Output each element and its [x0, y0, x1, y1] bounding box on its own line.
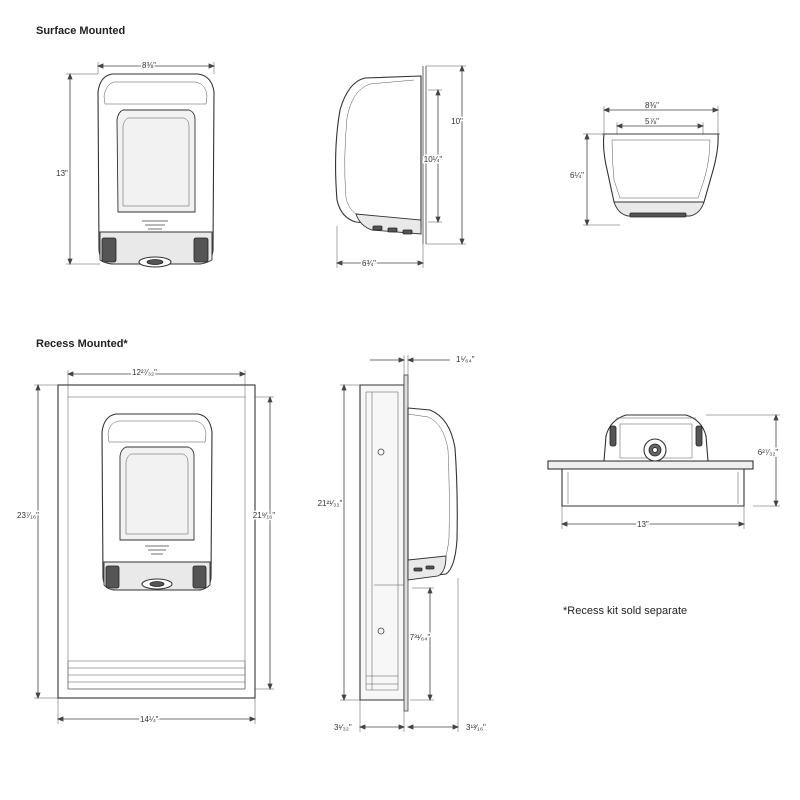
- surface-top-view: [602, 133, 720, 218]
- dim-r-front-top: 12²⁷⁄₃₂": [132, 368, 157, 377]
- recess-side-view: [359, 374, 458, 712]
- dim-s-side-h10q: 10¼": [424, 155, 443, 164]
- dim-r-front-width: 14¼": [140, 715, 159, 724]
- dim-s-top-width: 8⅜": [645, 101, 659, 110]
- logo-badge-left: [101, 237, 117, 263]
- dim-s-top-depth: 6¼": [570, 171, 584, 180]
- recess-mounted-title: Recess Mounted*: [36, 338, 128, 350]
- surface-mounted-title: Surface Mounted: [36, 25, 126, 37]
- dim-r-side-lower: 7³¹⁄₆₄": [410, 633, 431, 642]
- logo-badge-right: [193, 237, 209, 263]
- surface-front-dims: 8⅜" 13": [55, 60, 216, 266]
- dim-r-side-right: 3¹³⁄₁₆": [466, 723, 486, 732]
- dim-r-side-top: 1⁵⁄₆₄": [456, 355, 475, 364]
- dim-r-front-inner-h: 21⁹⁄₁₆": [253, 511, 276, 520]
- recess-top-view: [547, 414, 754, 507]
- dim-s-side-depth: 6¾": [362, 259, 376, 268]
- dim-s-side-h10: 10": [451, 117, 463, 126]
- recess-front-dims: 12²⁷⁄₃₂" 23⁷⁄₁₆" 21⁹⁄₁₆" 14¼": [16, 367, 277, 726]
- surface-side-dims: 10" 10¼" 6¾": [335, 64, 466, 270]
- recess-front-view: [57, 384, 256, 699]
- dim-s-top-inner: 5⅞": [645, 117, 659, 126]
- dim-r-front-height: 23⁷⁄₁₆": [17, 511, 39, 520]
- dim-r-side-left: 3¹⁄₃₂": [334, 723, 352, 732]
- surface-top-dims: 8⅜" 5⅞" 6¼": [569, 100, 720, 227]
- recess-kit-note: *Recess kit sold separate: [563, 605, 688, 617]
- dim-r-top-height: 6²⁷⁄₃₂": [758, 448, 779, 457]
- dim-r-side-height: 21²¹⁄₃₂": [318, 499, 343, 508]
- logo-badge-left: [105, 565, 120, 589]
- surface-front-view: [97, 73, 215, 268]
- dim-r-top-width: 13": [637, 520, 649, 529]
- surface-side-view: [335, 66, 427, 244]
- dim-s-front-height: 13": [56, 169, 68, 178]
- recess-top-dims: 6²⁷⁄₃₂" 13": [560, 413, 780, 531]
- logo-badge-right: [192, 565, 207, 589]
- recess-side-dims: 1⁵⁄₆₄" 21²¹⁄₃₂" 7³¹⁄₆₄" 3¹⁄₃₂" 3¹³⁄₁₆": [316, 354, 487, 734]
- dim-s-front-width: 8⅜": [142, 61, 156, 70]
